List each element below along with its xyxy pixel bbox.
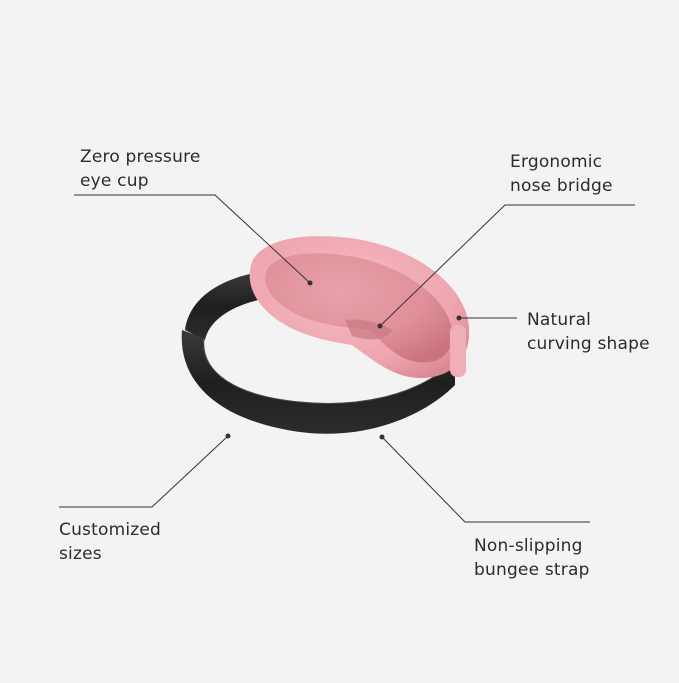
callout-line: Customized <box>59 520 162 540</box>
bungee-strap <box>181 330 455 434</box>
leader-strap <box>381 436 590 523</box>
dot-strap <box>379 434 385 440</box>
callout-line: bungee strap <box>474 560 590 580</box>
leader-sizes <box>59 435 229 508</box>
callout-sizes: Customized sizes <box>59 518 161 566</box>
dot-eye-cup <box>307 280 313 286</box>
leader-nose-bridge <box>379 204 635 327</box>
callout-line: nose bridge <box>510 176 613 196</box>
leader-lines <box>59 194 635 523</box>
eye-cup <box>265 253 453 363</box>
callout-line: Zero pressure <box>80 147 201 167</box>
callout-nose-bridge: Ergonomic nose bridge <box>510 150 613 198</box>
dot-sizes <box>225 433 231 439</box>
dot-nose-bridge <box>377 323 383 329</box>
strap-back <box>185 272 268 340</box>
strap-edge-highlight <box>203 337 456 404</box>
callout-line: Non-slipping <box>474 536 583 556</box>
callout-line: sizes <box>59 544 102 564</box>
strap-side-tab <box>450 325 466 377</box>
callout-line: curving shape <box>527 334 650 354</box>
callout-line: Natural <box>527 310 592 330</box>
dot-curving <box>456 315 462 321</box>
leader-dots <box>225 280 462 440</box>
callout-line: Ergonomic <box>510 152 603 172</box>
callout-zero-pressure: Zero pressure eye cup <box>80 145 201 193</box>
callout-strap: Non-slipping bungee strap <box>474 534 590 582</box>
callout-line: eye cup <box>80 171 149 191</box>
leader-zero-pressure <box>74 194 311 284</box>
callout-curving-shape: Natural curving shape <box>527 308 650 356</box>
